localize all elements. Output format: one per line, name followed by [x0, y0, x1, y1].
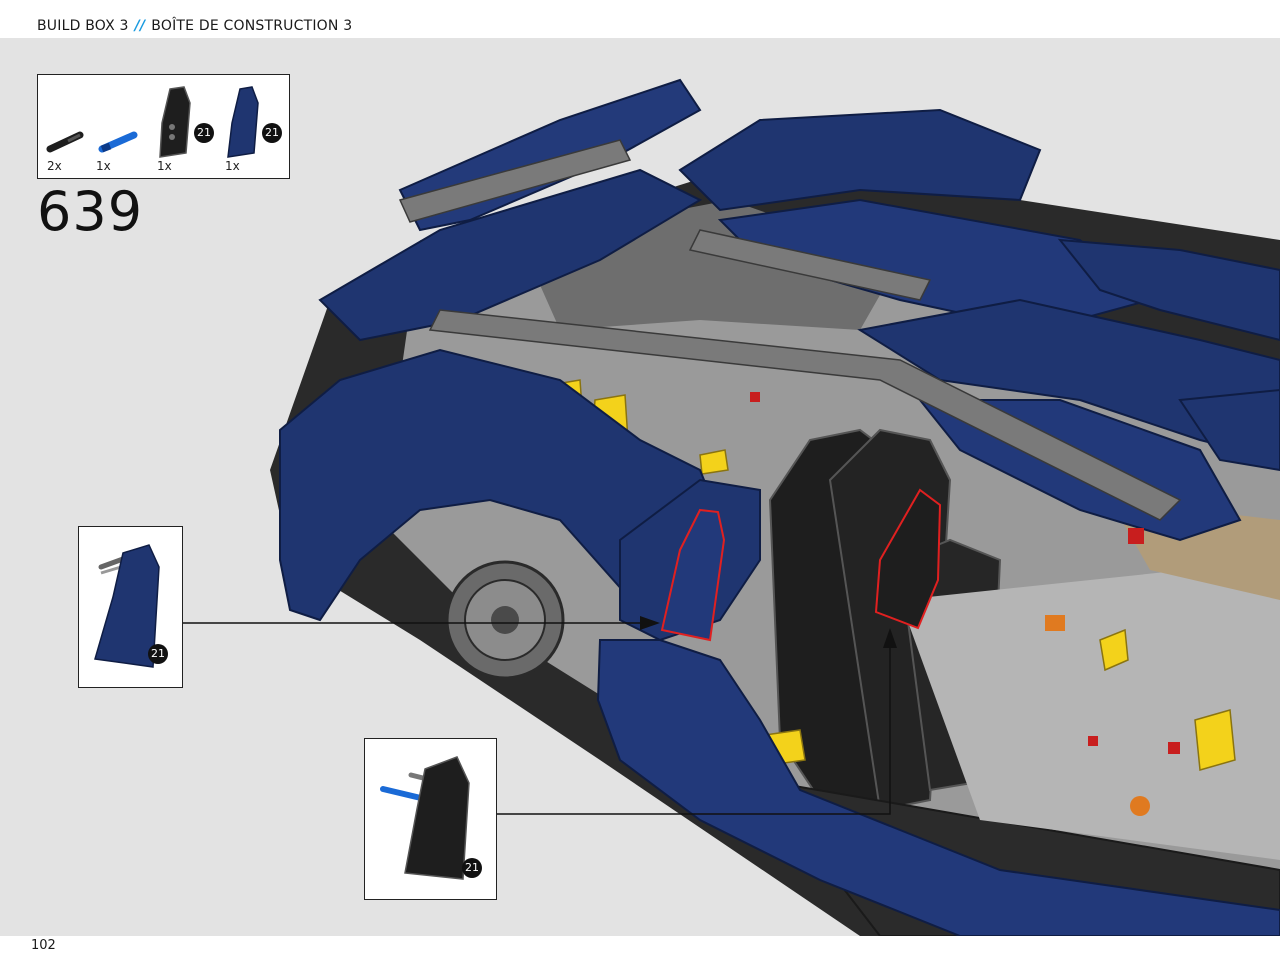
orange-parts	[1045, 615, 1150, 816]
part-qty: 1x	[225, 159, 240, 173]
page-footer	[0, 936, 1280, 974]
lower-gray-structure	[900, 560, 1280, 860]
arrow-head-blue-panel	[640, 616, 660, 630]
part-qty: 1x	[157, 159, 172, 173]
black-panel-icon	[159, 86, 191, 158]
blue-axle-pin-icon	[98, 131, 138, 153]
black-panel-subassembly	[380, 756, 470, 880]
assembly-arrows	[183, 622, 891, 815]
black-panel-target-outline	[874, 488, 942, 630]
arrow-to-black-panel	[497, 640, 891, 815]
black-axle-pin-icon	[46, 131, 84, 153]
blue-panel-icon	[227, 86, 259, 158]
build-box-label-fr: BOÎTE DE CONSTRUCTION 3	[151, 18, 353, 34]
wheel-hub	[445, 560, 565, 680]
step-number: 639	[37, 180, 144, 243]
technic-beams	[398, 139, 1182, 521]
blue-panel-callout: 21	[78, 526, 183, 688]
part-badge-blue-panel: 21	[262, 123, 282, 143]
page-header: BUILD BOX 3 // BOÎTE DE CONSTRUCTION 3	[0, 0, 1280, 38]
build-box-label: BUILD BOX 3	[37, 18, 129, 34]
assembly-illustration-area	[0, 38, 1280, 936]
blue-panel-target-outline	[660, 508, 726, 642]
arrow-head-black-panel	[883, 628, 897, 648]
part-badge-black-panel: 21	[194, 123, 214, 143]
blue-panel-subassembly	[94, 544, 160, 668]
part-qty: 2x	[47, 159, 62, 173]
part-qty: 1x	[96, 159, 111, 173]
parts-list-box: 2x 1x 21 1x 21 1x	[37, 74, 290, 179]
page-number: 102	[31, 938, 56, 953]
blue-body-side	[279, 348, 1280, 936]
callout-badge: 21	[462, 858, 482, 878]
car-assembly-illustration	[183, 78, 1280, 936]
build-box-title: BUILD BOX 3 // BOÎTE DE CONSTRUCTION 3	[37, 18, 352, 34]
black-panel-callout: 21	[364, 738, 497, 900]
title-separator: //	[134, 18, 146, 34]
callout-badge: 21	[148, 644, 168, 664]
